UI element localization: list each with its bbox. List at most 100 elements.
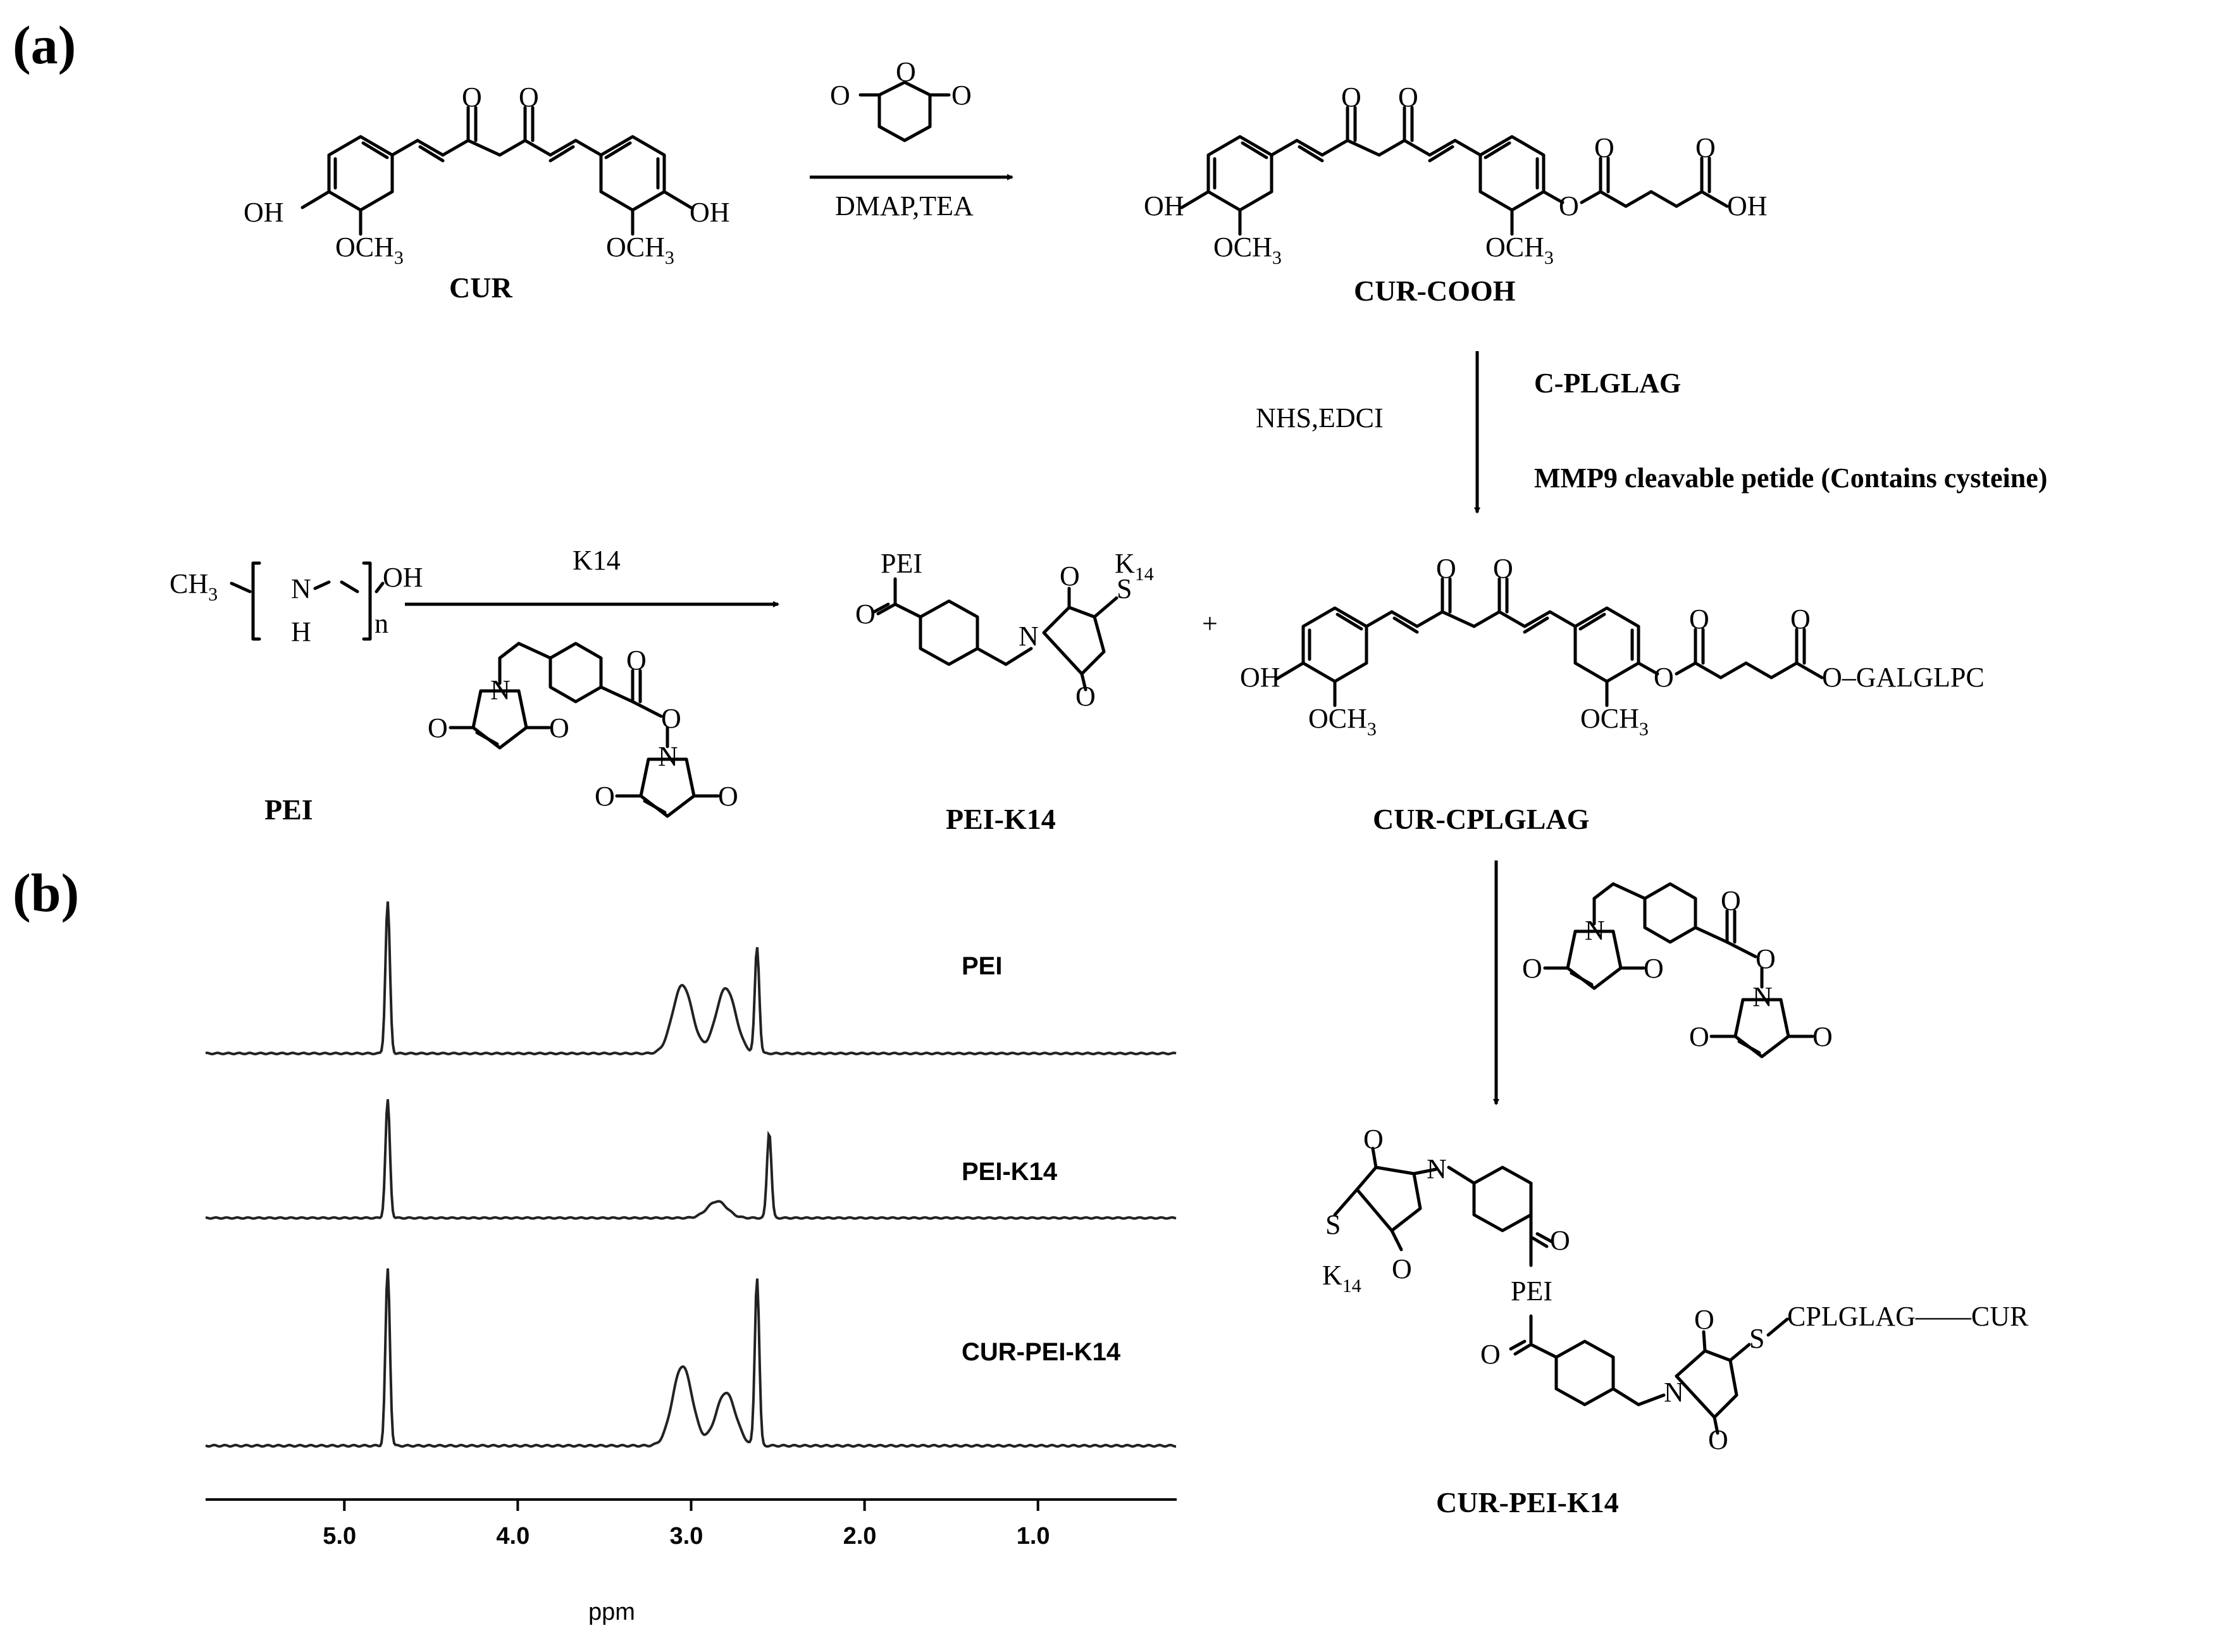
svg-text:O: O (1392, 1253, 1412, 1284)
x-tick-label: 1.0 (1017, 1523, 1050, 1550)
spectrum-label: CUR-PEI-K14 (962, 1338, 1121, 1366)
x-tick-label: 5.0 (323, 1523, 356, 1550)
svg-text:O: O (1493, 553, 1513, 584)
svg-text:O: O (718, 781, 738, 812)
svg-text:O: O (1694, 1304, 1714, 1335)
panel-b-label: (b) (13, 862, 79, 923)
svg-text:O: O (1689, 1021, 1709, 1052)
svg-text:H: H (291, 616, 311, 647)
svg-text:O: O (1550, 1225, 1570, 1256)
svg-text:O: O (1436, 553, 1456, 584)
svg-text:O: O (1363, 1124, 1384, 1155)
x-tick-label: 2.0 (843, 1523, 877, 1550)
cur-pei-k14-structure (1333, 1146, 1789, 1435)
cur-cooh-label: CUR-COOH (1354, 275, 1516, 307)
cur-cooh-structure (1180, 106, 1729, 236)
pei-structure (230, 561, 385, 641)
svg-text:n: n (375, 608, 388, 639)
reagent-step2-right-2: MMP9 cleavable petide (Contains cysteine… (1534, 463, 2047, 494)
spectrum-line (205, 1268, 1177, 1448)
svg-text:O: O (1689, 604, 1709, 635)
svg-text:OH: OH (244, 197, 284, 228)
svg-text:O: O (1708, 1424, 1728, 1455)
svg-text:CPLGLAG——CUR: CPLGLAG——CUR (1787, 1301, 2029, 1332)
spectrum-line (205, 1099, 1177, 1220)
svg-text:N: N (1585, 915, 1605, 946)
svg-text:N: N (1427, 1153, 1447, 1184)
svg-text:O: O (951, 80, 972, 111)
svg-text:O: O (595, 781, 615, 812)
svg-text:O: O (1721, 885, 1741, 916)
svg-text:O: O (1790, 604, 1811, 635)
svg-text:OH: OH (383, 562, 423, 593)
svg-text:O: O (1480, 1339, 1501, 1370)
svg-text:OH: OH (1240, 662, 1280, 693)
svg-text:N: N (658, 741, 678, 772)
svg-text:OCH3: OCH3 (1213, 232, 1282, 268)
svg-text:O: O (1756, 943, 1776, 974)
spectrum-label: PEI-K14 (962, 1158, 1058, 1186)
svg-text:N: N (490, 674, 511, 705)
svg-text:O: O (462, 82, 482, 113)
svg-text:O: O (626, 645, 647, 676)
svg-text:OCH3: OCH3 (1580, 703, 1649, 740)
svg-text:O: O (1075, 681, 1096, 712)
svg-text:K14: K14 (1115, 548, 1154, 585)
reagent-step2-right-1: C-PLGLAG (1534, 368, 1681, 399)
svg-text:S: S (1117, 573, 1132, 604)
spectrum-label: PEI (962, 952, 1002, 980)
cur-cplglag-structure (1275, 577, 1824, 707)
svg-text:O: O (1812, 1021, 1833, 1052)
cur-label: CUR (449, 271, 512, 304)
svg-text:N: N (1664, 1377, 1684, 1408)
svg-text:O: O (1398, 82, 1418, 113)
pei-k14-structure (871, 577, 1118, 692)
pei-k14-label: PEI-K14 (946, 803, 1056, 835)
svg-text:O: O (1644, 953, 1664, 984)
x-tick-label: 4.0 (496, 1523, 530, 1550)
svg-text:OCH3: OCH3 (1485, 232, 1554, 268)
svg-text:O: O (1594, 132, 1614, 163)
svg-text:O: O (1695, 132, 1716, 163)
svg-text:CH3: CH3 (170, 568, 218, 605)
panel-a-label: (a) (13, 15, 76, 75)
svg-text:O: O (896, 56, 916, 87)
svg-text:O: O (661, 703, 681, 734)
cur-structure (300, 106, 693, 236)
svg-text:OCH3: OCH3 (1308, 703, 1377, 740)
svg-text:N: N (1752, 981, 1773, 1012)
svg-text:O: O (1559, 190, 1579, 221)
svg-text:S: S (1325, 1209, 1341, 1240)
svg-text:PEI: PEI (1511, 1276, 1552, 1307)
cur-cplglag-label: CUR-CPLGLAG (1373, 803, 1589, 835)
svg-text:N: N (291, 573, 311, 604)
glutaric-anhydride-structure (858, 80, 951, 142)
svg-text:OCH3: OCH3 (606, 232, 674, 268)
spectrum-line (205, 901, 1177, 1056)
smcc-linker-structure-1 (449, 642, 720, 818)
plus-sign: + (1202, 608, 1218, 639)
pei-label: PEI (264, 793, 313, 826)
svg-text:O: O (1060, 561, 1080, 592)
svg-text:O–GALGLPC: O–GALGLPC (1822, 662, 1985, 693)
x-tick-label: 3.0 (670, 1523, 703, 1550)
smcc-linker-structure-2 (1543, 882, 1814, 1059)
svg-text:O: O (855, 599, 876, 630)
svg-text:S: S (1749, 1323, 1764, 1354)
svg-text:OCH3: OCH3 (335, 232, 404, 268)
x-axis-label: ppm (588, 1599, 635, 1625)
svg-text:K14: K14 (1322, 1260, 1361, 1296)
reagent-step3: K14 (573, 545, 621, 576)
ppm-axis: 5.0 4.0 3.0 2.0 1.0 ppm (206, 1498, 1177, 1625)
svg-text:O: O (1341, 82, 1361, 113)
svg-text:N: N (1019, 621, 1039, 652)
svg-text:O: O (428, 712, 448, 743)
svg-text:O: O (549, 712, 569, 743)
svg-text:PEI: PEI (881, 548, 922, 579)
cur-pei-k14-label: CUR-PEI-K14 (1436, 1486, 1619, 1518)
reagent-step1: DMAP,TEA (835, 190, 974, 221)
svg-text:O: O (830, 80, 850, 111)
svg-text:O: O (519, 82, 539, 113)
